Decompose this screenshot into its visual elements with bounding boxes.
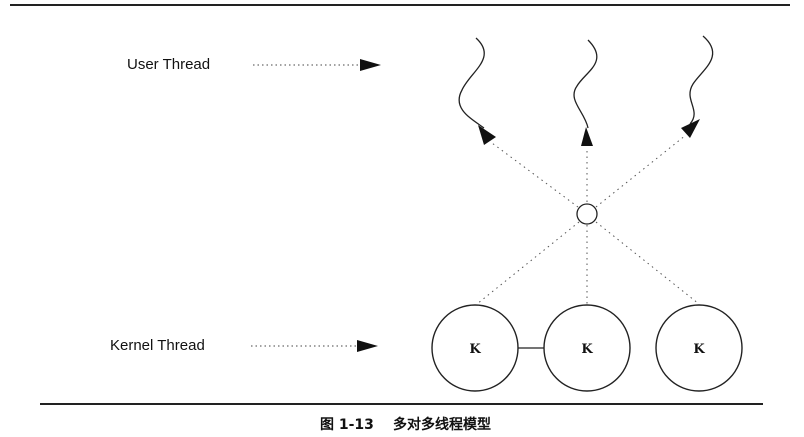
- user-thread-2-arrowhead: [581, 127, 593, 146]
- user-thread-1-wave: [458, 37, 485, 129]
- kernel-thread-2: K: [543, 304, 631, 392]
- kernel-thread-pointer-arrow: [251, 340, 378, 352]
- kernel-thread-3-label: K: [693, 342, 705, 357]
- user-thread-1-arrowhead: [478, 125, 496, 145]
- figure-number: 图 1-13: [320, 417, 374, 433]
- user-thread-label: User Thread: [127, 56, 210, 73]
- kernel-thread-2-label: K: [581, 342, 593, 357]
- user-thread-3-wave: [689, 35, 714, 125]
- kernel-thread-1-label: K: [469, 342, 481, 357]
- kernel-thread-label: Kernel Thread: [110, 337, 205, 354]
- user-thread-pointer-arrow: [253, 59, 381, 71]
- kernel-thread-1: K: [431, 304, 519, 392]
- user-thread-2-wave: [573, 39, 598, 129]
- scheduler-node: [576, 203, 598, 225]
- kernel-thread-3: K: [655, 304, 743, 392]
- link-node-to-user-1: [491, 142, 579, 208]
- link-node-to-kernel-1: [476, 221, 580, 305]
- link-node-to-user-3: [595, 134, 687, 208]
- user-thread-3-arrowhead: [681, 119, 700, 138]
- link-node-to-kernel-3: [595, 221, 700, 305]
- figure-title: 多对多线程模型: [393, 416, 491, 433]
